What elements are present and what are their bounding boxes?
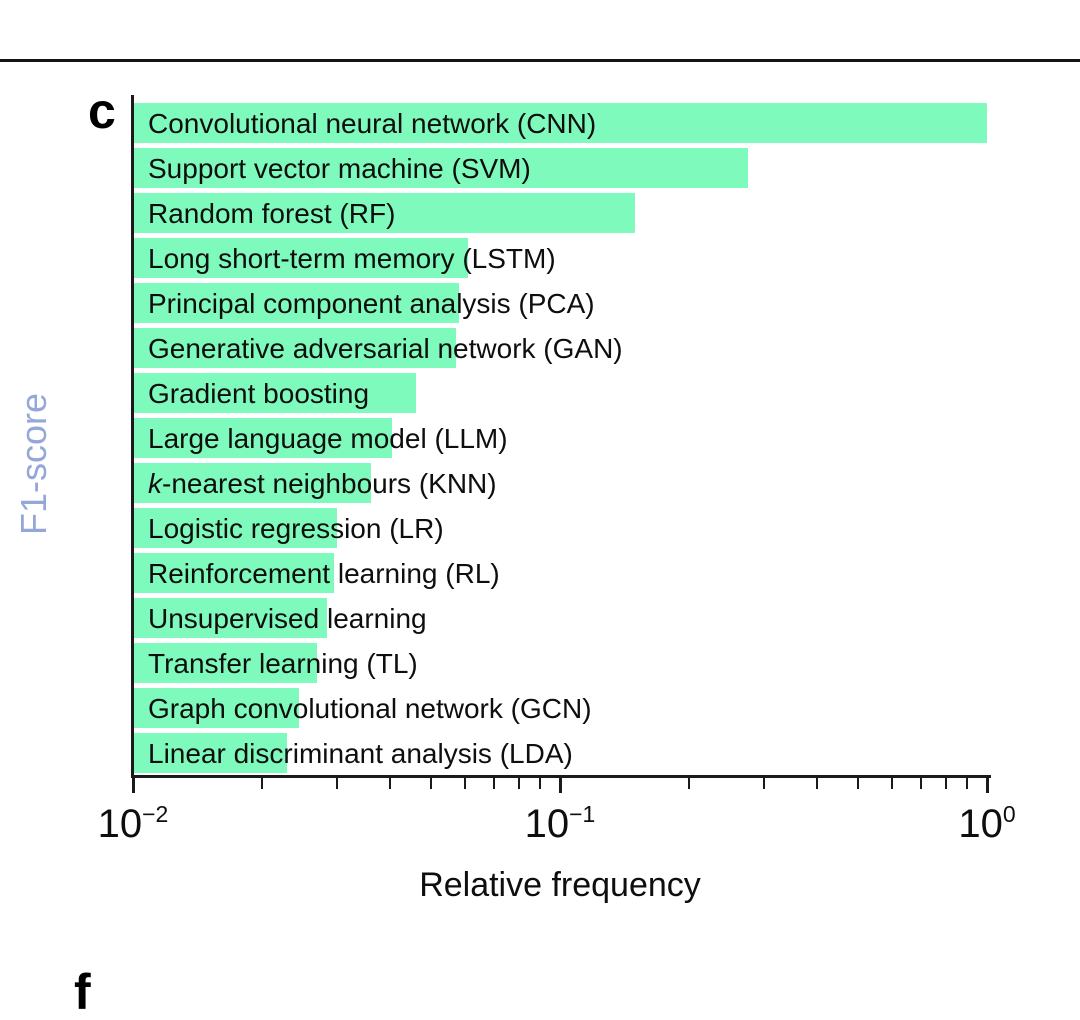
x-axis-line [131,775,991,778]
x-tick-minor [944,777,947,789]
bar-label-7: Gradient boosting [148,373,369,413]
bar-label-10: Logistic regression (LR) [148,508,444,548]
bar-4 [134,238,469,278]
bar-label-segment: Linear discriminant analysis (LDA) [148,738,573,769]
x-tick-minor [539,777,542,789]
x-tick-minor [430,777,433,789]
bar-label-segment: Convolutional neural network (CNN) [148,108,597,139]
bar-label-segment: Random forest (RF) [148,198,396,229]
bar-14 [134,688,300,728]
bar-10 [134,508,337,548]
x-tick-major [558,777,562,793]
bar-label-segment: Reinforcement learning (RL) [148,558,500,589]
bar-label-5: Principal component analysis (PCA) [148,283,595,323]
bar-label-14: Graph convolutional network (GCN) [148,688,592,728]
bar-label-4: Long short-term memory (LSTM) [148,238,556,278]
bar-7 [134,373,416,413]
bar-label-segment: Long short-term memory (LSTM) [148,243,556,274]
x-tick-minor [816,777,819,789]
x-tick-minor [762,777,765,789]
tick-label-base: 10 [524,802,570,846]
y-axis-line [131,95,134,777]
bar-9 [134,463,371,503]
tick-label-base: 10 [958,802,1003,846]
bar-label-13: Transfer learning (TL) [148,643,418,683]
x-tick-minor [260,777,263,789]
x-tick-major [131,777,135,793]
bar-label-segment: Large language model (LLM) [148,423,508,454]
x-tick-label: 10−2 [53,801,213,846]
tick-label-exponent: 0 [1002,801,1016,827]
x-tick-minor [464,777,467,789]
y-axis-label: F1-score [13,392,54,536]
x-tick-minor [919,777,922,789]
bar-label-segment: Transfer learning (TL) [148,648,418,679]
x-tick-label: 100 [907,801,1067,846]
bar-13 [134,643,318,683]
x-tick-minor [687,777,690,789]
bar-label-segment: Gradient boosting [148,378,370,409]
bar-label-1: Convolutional neural network (CNN) [148,103,596,143]
x-tick-major [985,777,989,793]
tick-label-base: 10 [97,802,143,846]
panel-label-f: f [74,964,91,1020]
bar-label-segment: Unsupervised learning [148,603,427,634]
bar-8 [134,418,393,458]
bar-label-12: Unsupervised learning [148,598,427,638]
bar-label-segment: Support vector machine (SVM) [148,153,531,184]
bar-label-segment: Generative adversarial network (GAN) [148,333,623,364]
bar-12 [134,598,328,638]
bar-label-15: Linear discriminant analysis (LDA) [148,733,573,773]
bar-label-segment: Graph convolutional network (GCN) [148,693,592,724]
bar-label-2: Support vector machine (SVM) [148,148,531,188]
bar-label-italic-segment: k [148,468,162,499]
bar-label-6: Generative adversarial network (GAN) [148,328,623,368]
x-tick-minor [857,777,860,789]
x-tick-minor [335,777,338,789]
bar-5 [134,283,459,323]
bar-3 [134,193,636,233]
bar-6 [134,328,456,368]
tick-label-exponent: −1 [569,801,596,827]
bar-label-9: k-nearest neighbours (KNN) [148,463,497,503]
x-tick-minor [517,777,520,789]
bar-2 [134,148,748,188]
tick-label-exponent: −2 [142,801,169,827]
figure-page: { "figure": { "panel_label": "c", "next_… [0,59,1080,1017]
bar-label-11: Reinforcement learning (RL) [148,553,500,593]
x-tick-minor [891,777,894,789]
bar-label-3: Random forest (RF) [148,193,395,233]
x-tick-minor [389,777,392,789]
x-tick-minor [492,777,495,789]
x-tick-minor [966,777,969,789]
bar-label-8: Large language model (LLM) [148,418,508,458]
bar-1 [134,103,987,143]
bar-label-segment: -nearest neighbours (KNN) [162,468,497,499]
x-axis-label: Relative frequency [419,866,701,904]
bar-label-segment: Principal component analysis (PCA) [148,288,595,319]
x-tick-label: 10−1 [480,801,640,846]
bar-15 [134,733,288,773]
top-divider-line [0,59,1080,62]
bar-11 [134,553,334,593]
panel-label-c: c [88,83,116,139]
bar-label-segment: Logistic regression (LR) [148,513,444,544]
